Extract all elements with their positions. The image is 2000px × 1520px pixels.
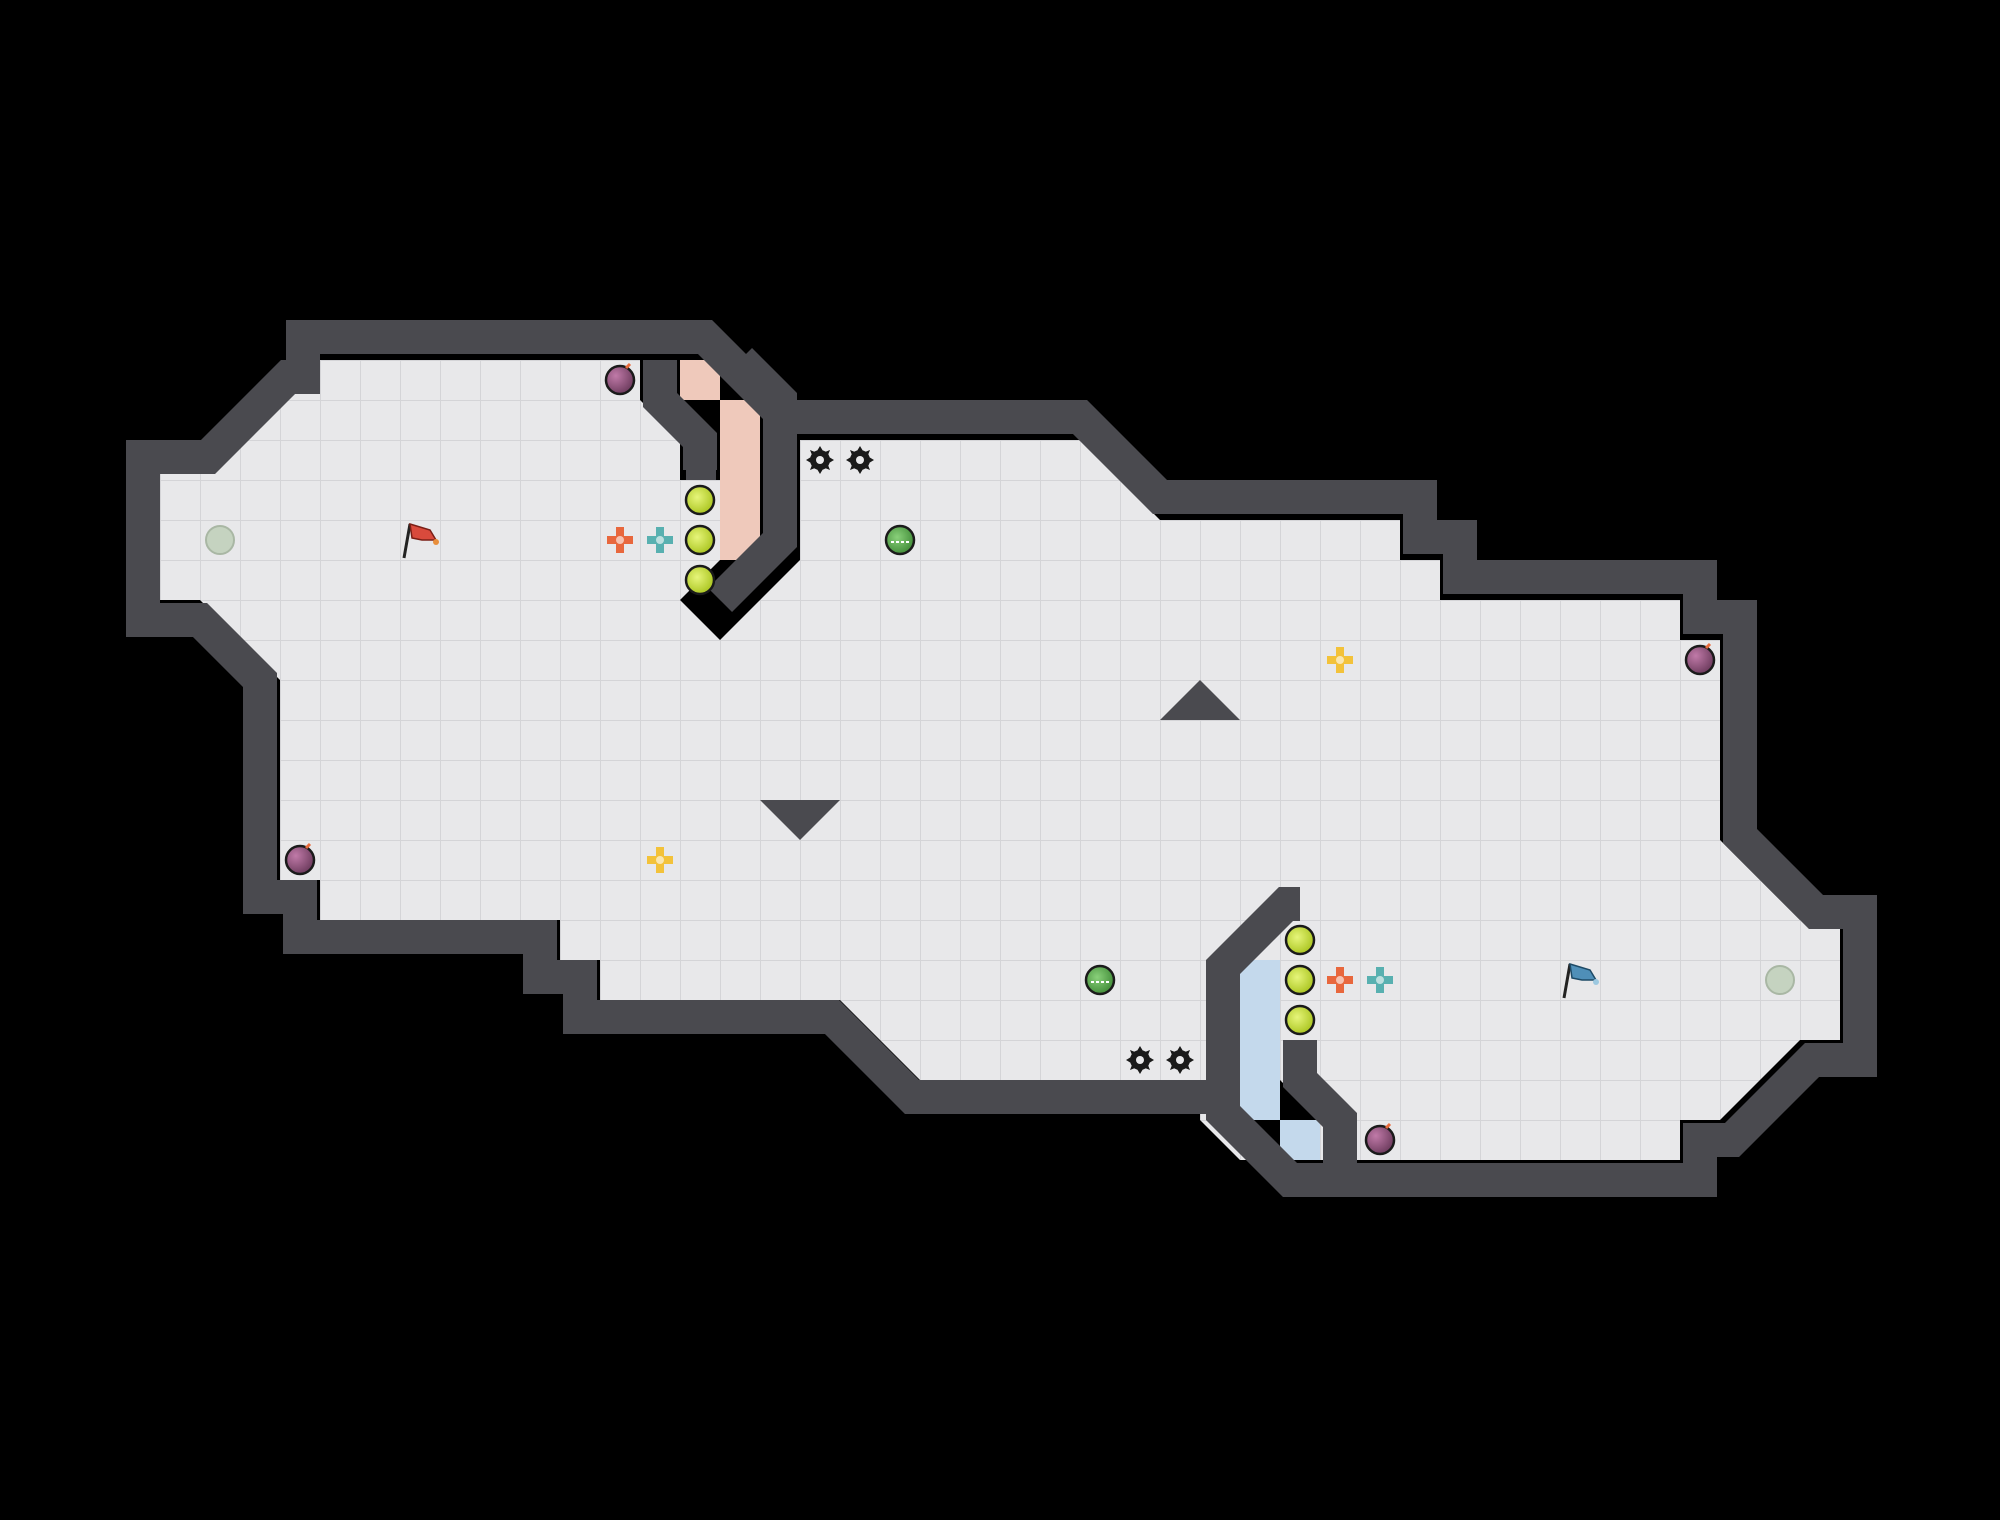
- portal-right[interactable]: [1765, 965, 1795, 995]
- boost-pad-icon[interactable]: [684, 564, 716, 596]
- blue-base-divider: [1284, 1040, 1314, 1080]
- powerup-icon[interactable]: [1084, 964, 1116, 996]
- portal-left[interactable]: [205, 525, 235, 555]
- spike-icon: [1126, 1046, 1154, 1074]
- red-gate-icon[interactable]: [1327, 967, 1353, 993]
- ramp-up: [1160, 680, 1240, 720]
- red-gate-icon[interactable]: [607, 527, 633, 553]
- bomb-icon[interactable]: [284, 842, 316, 876]
- neutral-gate-icon[interactable]: [1327, 647, 1353, 673]
- bomb-icon[interactable]: [1364, 1122, 1396, 1156]
- blue-flag-icon[interactable]: [1562, 962, 1599, 999]
- spike-icon: [806, 446, 834, 474]
- boost-pad-icon[interactable]: [1284, 924, 1316, 956]
- spike-icon: [846, 446, 874, 474]
- red-base-divider: [686, 440, 716, 480]
- powerup-icon[interactable]: [884, 524, 916, 556]
- blue-gate-icon[interactable]: [1367, 967, 1393, 993]
- neutral-gate-icon[interactable]: [647, 847, 673, 873]
- blue-gate-icon[interactable]: [647, 527, 673, 553]
- boost-pad-icon[interactable]: [1284, 964, 1316, 996]
- spike-icon: [1166, 1046, 1194, 1074]
- arena-floor-shape: [160, 360, 1840, 1160]
- bomb-icon[interactable]: [1684, 642, 1716, 676]
- boost-pad-icon[interactable]: [684, 524, 716, 556]
- outer-wall-lower: [126, 457, 1223, 1114]
- bomb-icon[interactable]: [604, 362, 636, 396]
- boost-pad-icon[interactable]: [1284, 1004, 1316, 1036]
- boost-pad-icon[interactable]: [684, 484, 716, 516]
- red-flag-icon[interactable]: [402, 522, 439, 559]
- ramp-down: [760, 800, 840, 840]
- arena-floor: [160, 360, 1840, 1160]
